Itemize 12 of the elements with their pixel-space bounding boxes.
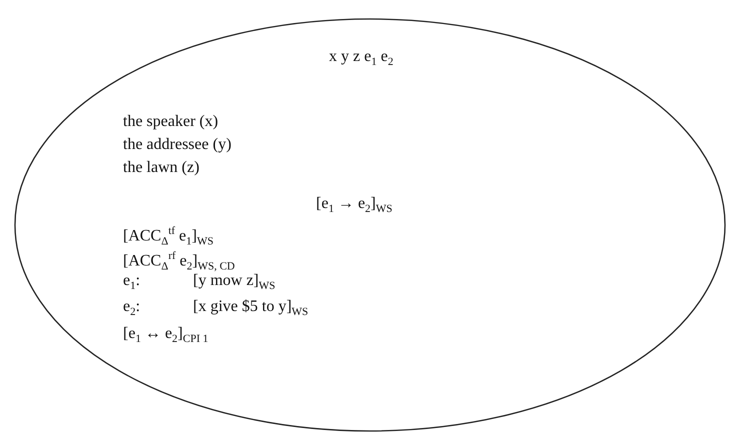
variable-list: x y z e$_{1}$ e$_{2}$	[329, 48, 394, 72]
condition-text: the lawn (z)	[123, 159, 200, 177]
condition-text: [y mow z]$_{WS}$	[193, 272, 276, 294]
condition-text: [ACC$_{Δ}$$^{rf}$ e$_{2}$]$_{WS, CD}$	[123, 249, 235, 274]
condition-text: the addressee (y)	[123, 136, 232, 154]
condition-text: [e$_{1}$ → e$_{2}$]$_{WS}$	[316, 195, 392, 218]
event-label: e$_{2}$:	[123, 298, 140, 320]
condition-text: [ACC$_{Δ}$$^{tf}$ e$_{1}$]$_{WS}$	[123, 224, 214, 250]
condition-text: the speaker (x)	[123, 113, 218, 131]
condition-text: [x give $5 to y]$_{WS}$	[193, 298, 308, 320]
event-label: e$_{1}$:	[123, 272, 140, 294]
condition-text: [e$_{1}$ ↔ e$_{2}$]$_{CPI 1}$	[123, 325, 208, 348]
